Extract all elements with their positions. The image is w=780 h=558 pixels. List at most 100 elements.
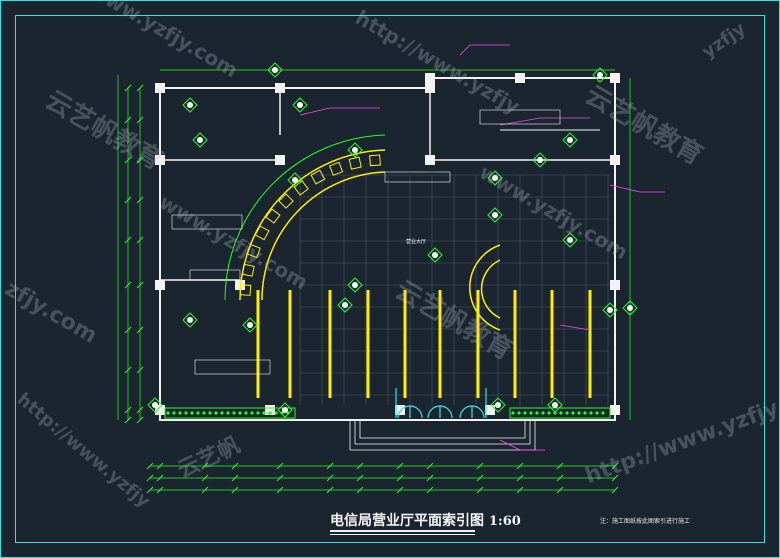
index-marker: [562, 132, 578, 148]
counter-seat: [265, 208, 281, 224]
counter-seat: [348, 156, 362, 170]
index-dot: [352, 282, 358, 288]
dim-tick: [231, 462, 239, 470]
dim-tick: [356, 462, 364, 470]
dim-tick: [124, 326, 132, 334]
drawing-note: 注：施工图纸按此图索引进行施工: [600, 518, 691, 525]
counter-arc-outer: [224, 134, 386, 301]
index-dot: [567, 237, 573, 243]
index-marker: [192, 132, 208, 148]
plant: [274, 411, 278, 415]
index-diamond: [182, 97, 198, 113]
dim-tick: [276, 462, 284, 470]
annotation-boxes: [171, 109, 561, 375]
plant: [208, 411, 212, 415]
dim-tick: [124, 84, 132, 92]
walls: [159, 77, 616, 421]
plant: [178, 411, 182, 415]
counter-seat: [310, 169, 326, 185]
title-scale: 1:60: [488, 514, 521, 529]
plant: [547, 411, 551, 415]
dim-tick: [516, 474, 524, 482]
column: [395, 405, 405, 415]
plant: [595, 411, 599, 415]
index-marker: [547, 397, 563, 413]
service-desk: [469, 244, 501, 331]
index-marker: [592, 67, 608, 83]
structural-columns: [155, 73, 620, 415]
index-dot: [292, 177, 298, 183]
index-marker: [292, 97, 308, 113]
dim-tick: [426, 462, 434, 470]
dim-tick: [276, 474, 284, 482]
hall-label: 营业大厅: [406, 239, 427, 245]
plant: [571, 411, 575, 415]
index-marker: [337, 297, 353, 313]
dim-tick: [136, 416, 144, 424]
plant: [535, 411, 539, 415]
column: [155, 155, 165, 165]
dim-tick: [326, 486, 334, 494]
column: [610, 73, 620, 83]
index-diamond: [347, 277, 363, 293]
dim-tick: [611, 474, 619, 482]
plant: [529, 411, 533, 415]
column: [155, 280, 165, 290]
drawing-title: 电信局营业厅平面索引图 1:60: [330, 510, 521, 530]
index-marker: [490, 397, 506, 413]
plant: [559, 411, 563, 415]
index-dot: [537, 157, 543, 163]
floor-grid: [299, 174, 610, 405]
index-diamond: [242, 317, 258, 333]
dim-tick: [136, 84, 144, 92]
dim-tick: [426, 474, 434, 482]
counter-seat: [278, 193, 294, 209]
dim-tick: [124, 416, 132, 424]
plant: [601, 411, 605, 415]
dim-tick: [136, 281, 144, 289]
dim-tick: [124, 116, 132, 124]
index-marker: [622, 300, 638, 316]
index-diamond: [427, 247, 443, 263]
dim-tick: [136, 236, 144, 244]
column: [275, 83, 285, 93]
index-dot: [492, 212, 498, 218]
column: [610, 280, 620, 290]
dim-tick: [426, 486, 434, 494]
dim-tick: [396, 474, 404, 482]
counter-seats: [239, 154, 381, 296]
dim-tick: [124, 366, 132, 374]
drawing-border: [15, 15, 765, 543]
dim-tick: [356, 486, 364, 494]
index-diamond: [592, 67, 608, 83]
counter-seat: [241, 263, 255, 277]
counter-seat: [369, 154, 381, 167]
index-diamond: [192, 132, 208, 148]
index-marker: [532, 152, 548, 168]
index-diamond: [602, 302, 618, 318]
dim-tick: [124, 281, 132, 289]
dim-tick: [556, 462, 564, 470]
leader-lines: [299, 44, 665, 451]
index-diamond: [562, 132, 578, 148]
index-marker: [562, 232, 578, 248]
index-dot: [552, 402, 558, 408]
dim-tick: [201, 486, 209, 494]
curved-counter: [239, 149, 386, 301]
dim-tick: [136, 406, 144, 414]
index-dot: [197, 137, 203, 143]
plant: [565, 411, 569, 415]
index-dot: [187, 317, 193, 323]
index-diamond: [487, 170, 503, 186]
plant: [589, 411, 593, 415]
entrance-doors: [395, 388, 487, 419]
index-dot: [272, 67, 278, 73]
dim-tick: [516, 462, 524, 470]
column: [610, 155, 620, 165]
plant: [238, 411, 242, 415]
dim-tick: [556, 486, 564, 494]
counter-seat: [254, 225, 270, 241]
counter-seat: [239, 284, 252, 296]
index-diamond: [267, 62, 283, 78]
index-diamond: [337, 297, 353, 313]
